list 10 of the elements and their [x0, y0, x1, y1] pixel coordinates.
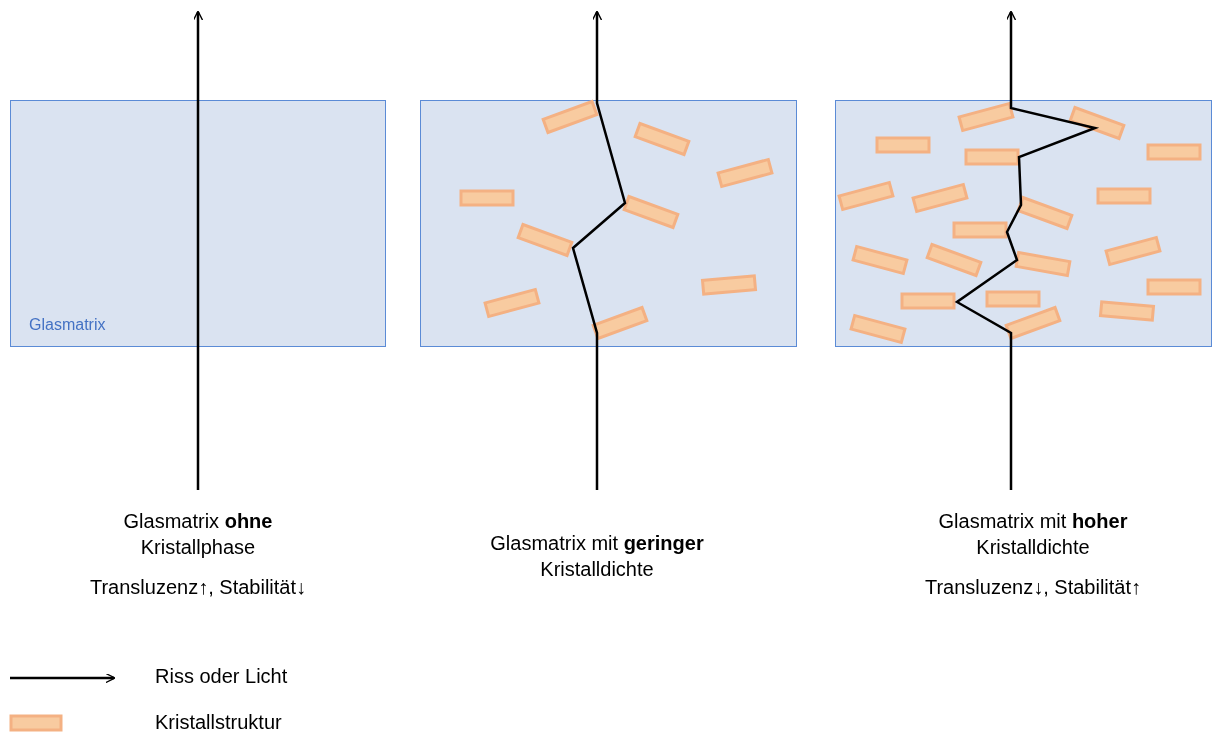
caption: Transluzenz↑, Stabilität↓	[89, 575, 307, 600]
caption: Transluzenz↓, Stabilität↑	[924, 575, 1142, 600]
legend-label: Riss oder Licht	[155, 665, 288, 688]
matrix-panel	[420, 100, 797, 347]
caption: Glasmatrix mit geringer Kristalldichte	[489, 531, 705, 582]
legend-label: Kristallstruktur	[155, 711, 282, 734]
panel-label: Glasmatrix	[29, 316, 106, 334]
caption: Glasmatrix ohne Kristallphase	[122, 509, 274, 560]
caption: Glasmatrix mit hoher Kristalldichte	[937, 509, 1129, 560]
matrix-panel	[10, 100, 386, 347]
